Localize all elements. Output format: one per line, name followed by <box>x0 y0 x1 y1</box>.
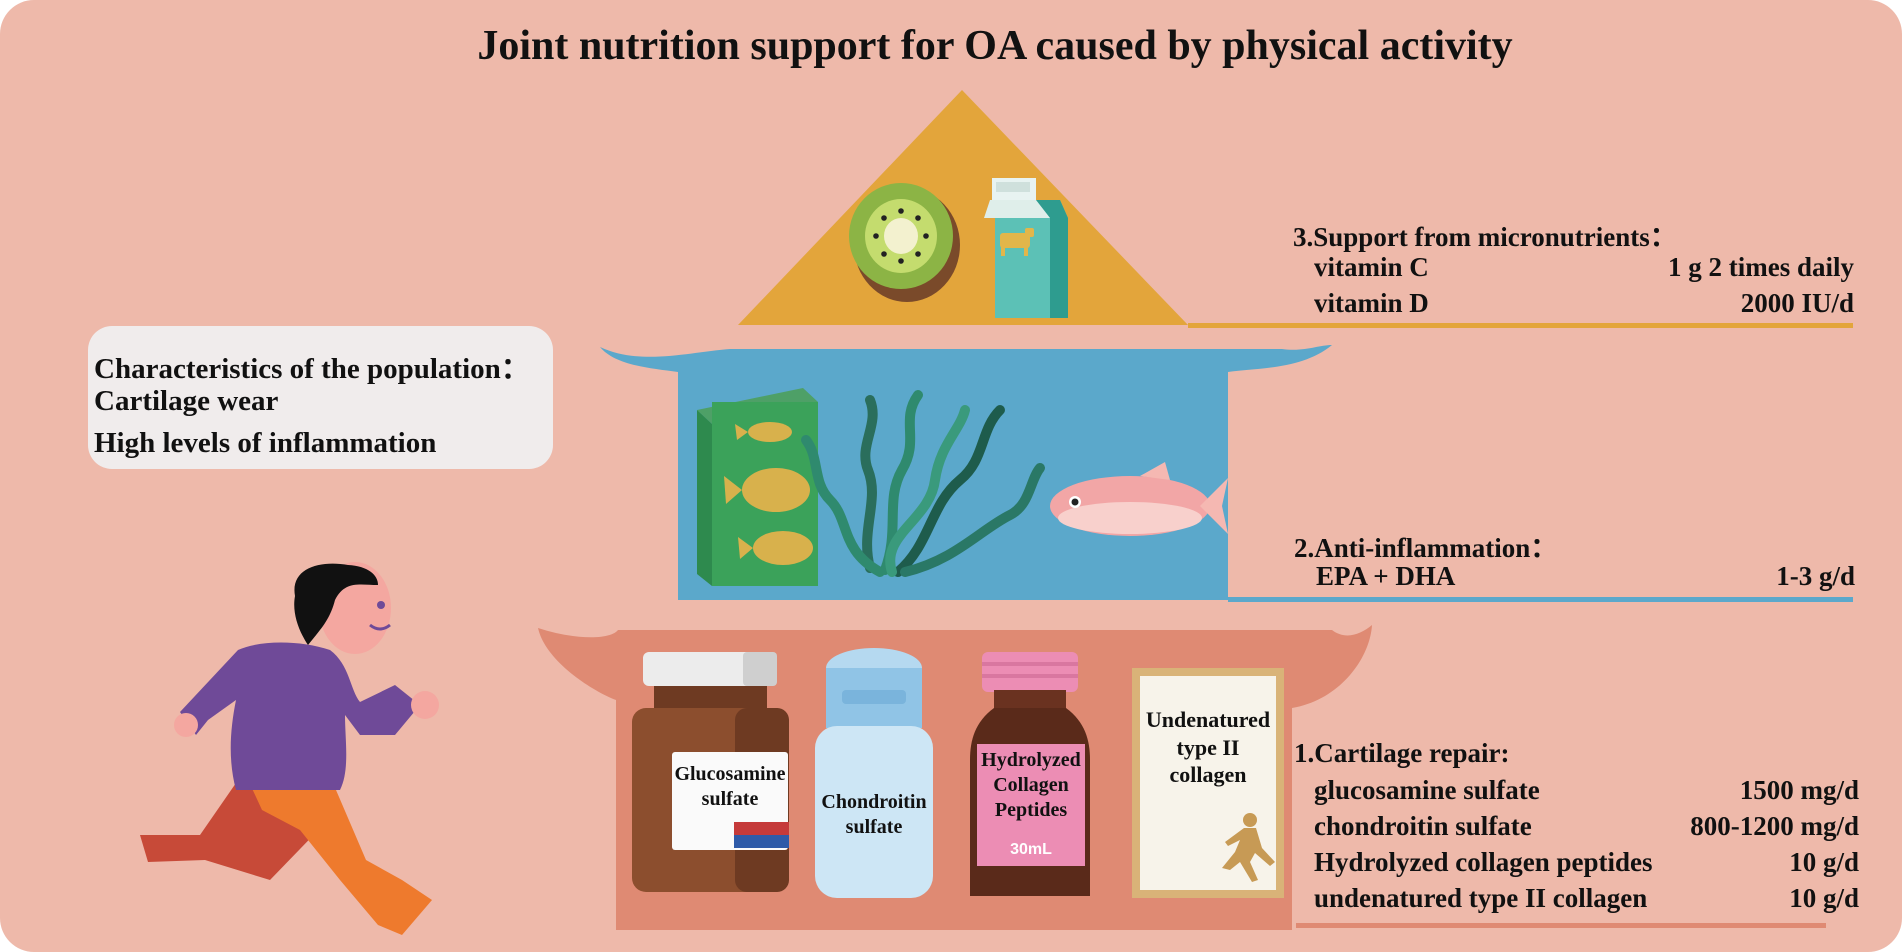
runner-icon <box>140 562 439 935</box>
row-label: glucosamine sulfate <box>1314 775 1540 805</box>
row-label: undenatured type II collagen <box>1314 883 1648 913</box>
row-value: 10 g/d <box>1789 883 1859 913</box>
seaweed-icon <box>801 390 1045 577</box>
row-value: 1-3 g/d <box>1776 561 1855 591</box>
row-label: EPA + DHA <box>1316 561 1456 591</box>
cartilage-repair-heading: 1.Cartilage repair: <box>1294 738 1510 768</box>
collagen-peptides-label: Hydrolyzed Collagen Peptides <box>981 749 1081 821</box>
cartilage-repair-row: glucosamine sulfate 1500 mg/d <box>1314 775 1859 809</box>
row-value: 1 g 2 times daily <box>1668 252 1854 282</box>
chondroitin-bottle-icon <box>815 648 933 898</box>
glucosamine-bottle-icon <box>632 652 789 892</box>
micronutrient-row: vitamin D 2000 IU/d <box>1314 288 1854 322</box>
population-heading: Characteristics of the population： <box>94 353 530 385</box>
cartilage-repair-rule <box>1296 923 1826 928</box>
anti-inflammation-row: EPA + DHA 1-3 g/d <box>1316 561 1855 595</box>
collagen-peptides-bottle-icon <box>970 652 1090 896</box>
population-item: Cartilage wear <box>94 385 279 417</box>
row-value: 10 g/d <box>1789 847 1859 877</box>
runner-silhouette-icon <box>1222 813 1275 882</box>
collagen-volume-label: 30mL <box>1010 841 1052 858</box>
fish-icon <box>1050 462 1228 536</box>
row-label: chondroitin sulfate <box>1314 811 1532 841</box>
row-label: vitamin C <box>1314 252 1429 282</box>
glucosamine-label: Glucosamine sulfate <box>674 763 786 810</box>
fish-oil-box-icon <box>697 388 818 586</box>
population-item: High levels of inflammation <box>94 427 437 459</box>
cartilage-repair-row: chondroitin sulfate 800-1200 mg/d <box>1314 811 1859 845</box>
roof-tier <box>738 90 1188 325</box>
anti-inflammation-rule <box>1228 597 1853 602</box>
type2-collagen-label: Undenatured type II collagen <box>1145 707 1271 787</box>
kiwi-icon <box>849 183 960 302</box>
cartilage-repair-row: undenatured type II collagen 10 g/d <box>1314 883 1859 917</box>
chondroitin-label: Chondroitin sulfate <box>821 791 927 838</box>
micronutrient-row: vitamin C 1 g 2 times daily <box>1314 252 1854 286</box>
row-value: 1500 mg/d <box>1739 775 1859 805</box>
type2-collagen-box-icon <box>1132 668 1284 898</box>
row-value: 2000 IU/d <box>1740 288 1854 318</box>
milk-carton-icon <box>984 178 1068 318</box>
row-label: Hydrolyzed collagen peptides <box>1314 847 1653 877</box>
micronutrients-rule <box>1188 323 1853 328</box>
population-box <box>88 326 553 469</box>
micronutrients-heading: 3.Support from micronutrients： <box>1293 222 1677 252</box>
anti-inflammation-heading: 2.Anti-inflammation： <box>1294 533 1558 563</box>
cartilage-repair-row: Hydrolyzed collagen peptides 10 g/d <box>1314 847 1859 881</box>
diagram-title: Joint nutrition support for OA caused by… <box>477 23 1513 69</box>
row-value: 800-1200 mg/d <box>1690 811 1859 841</box>
row-label: vitamin D <box>1314 288 1429 318</box>
